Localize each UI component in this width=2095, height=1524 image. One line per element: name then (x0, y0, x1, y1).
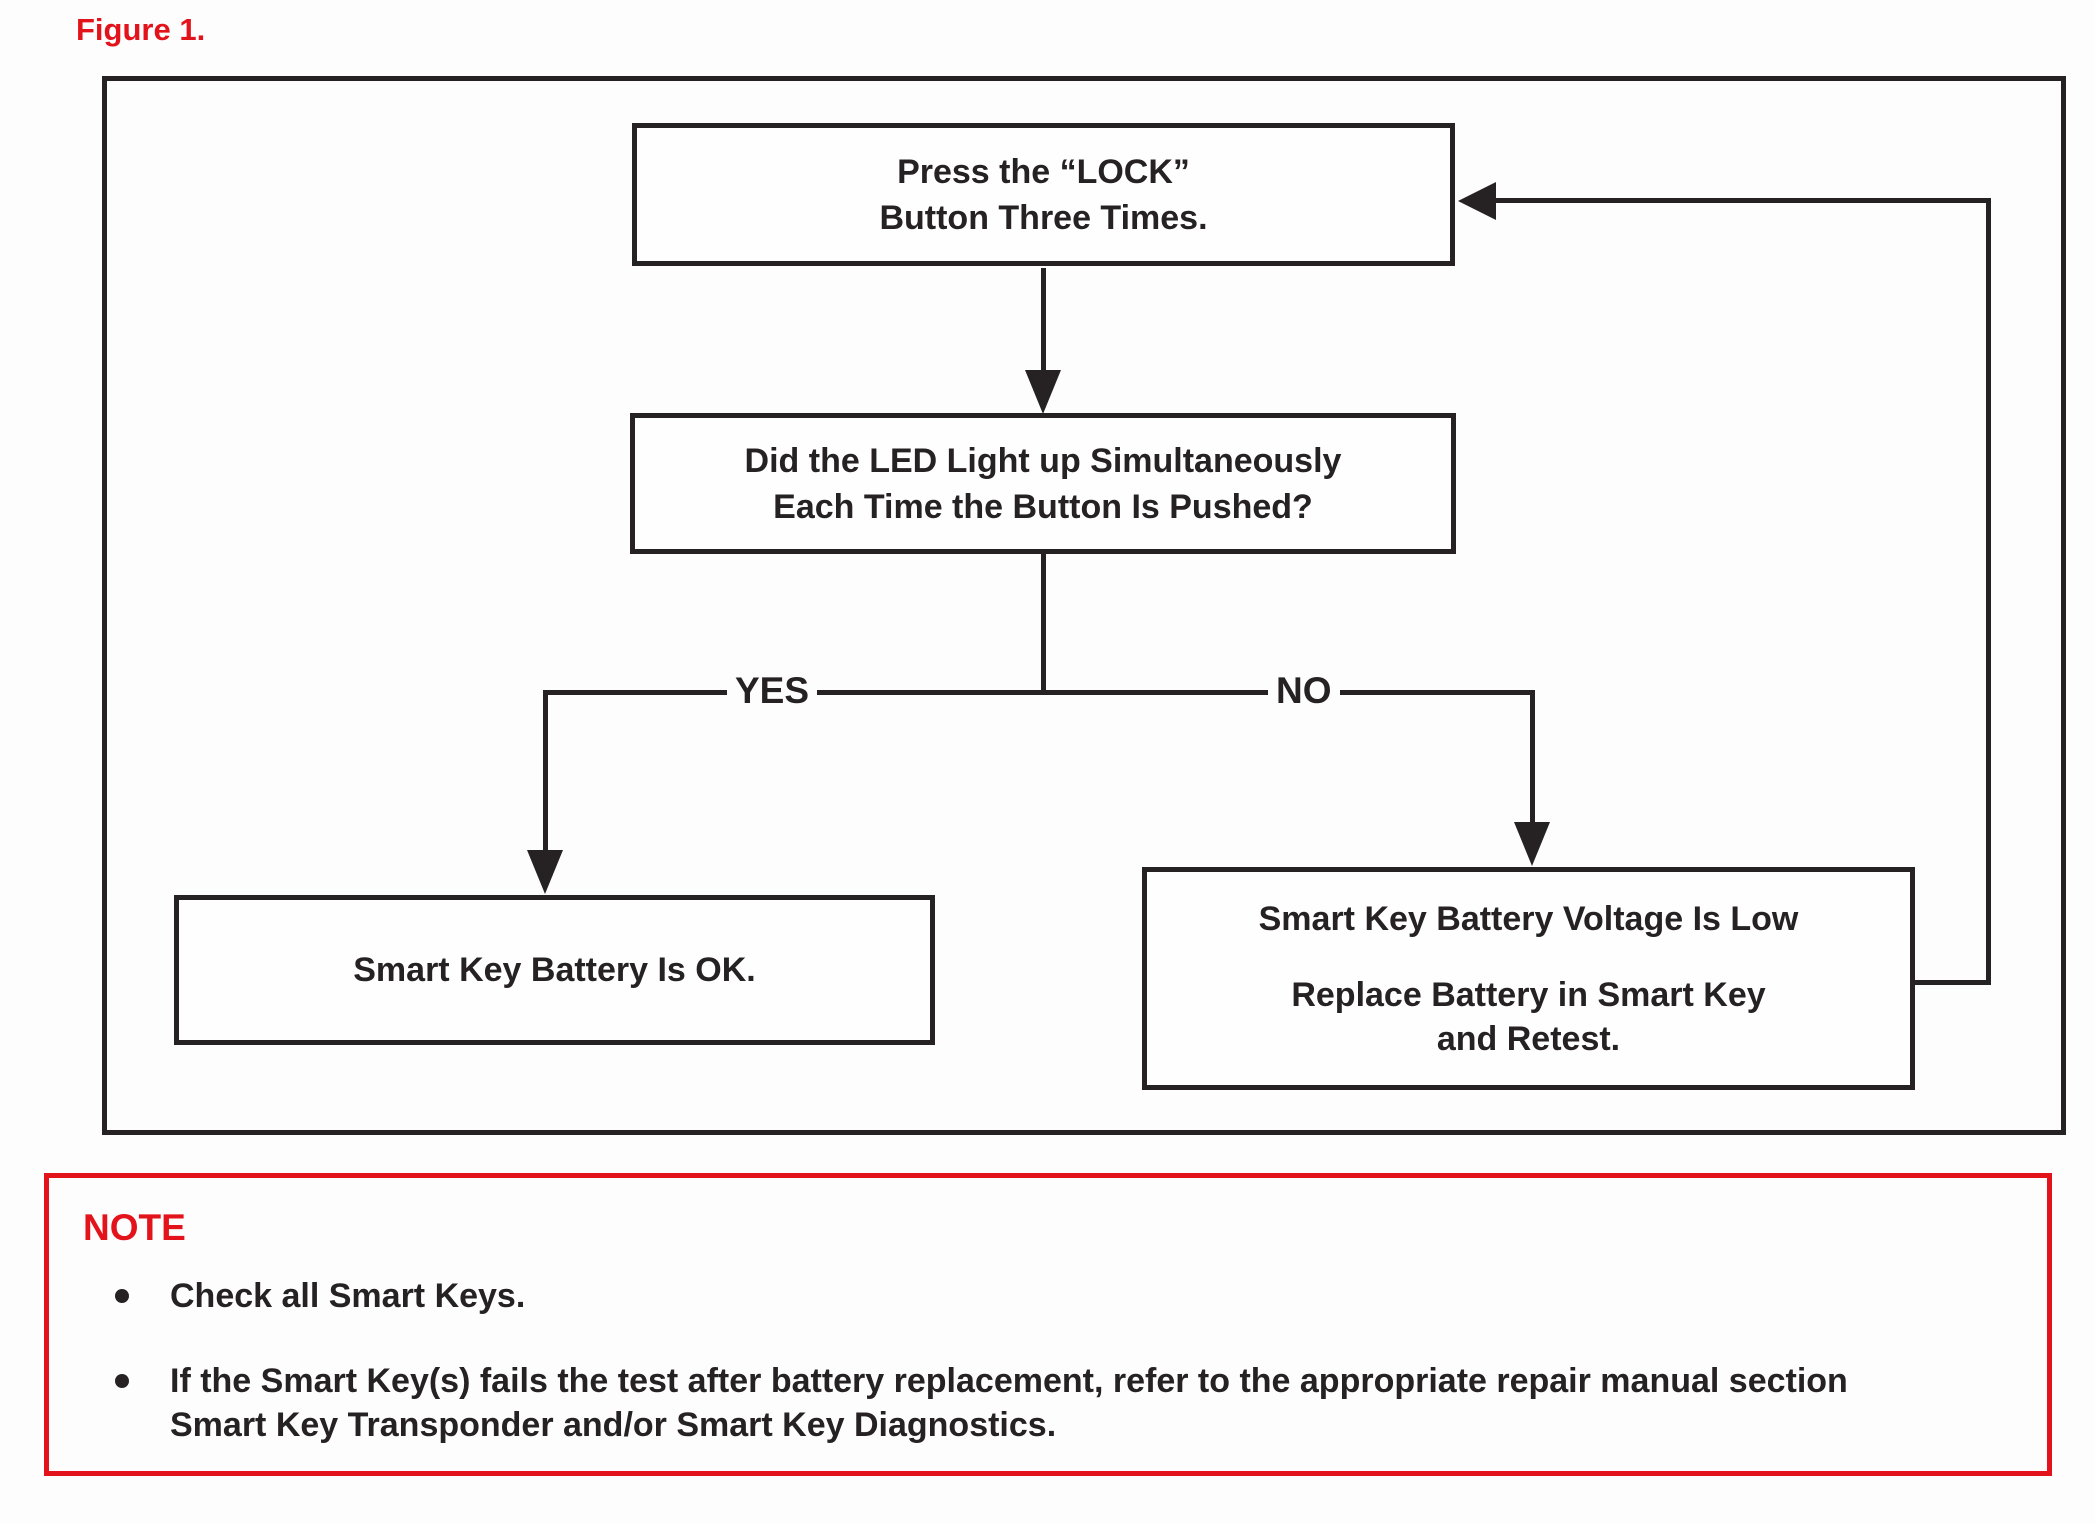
feedback-stub-line (1915, 980, 1991, 985)
node-battery-ok: Smart Key Battery Is OK. (174, 895, 935, 1045)
connector-decision-to-branch (1041, 554, 1046, 695)
node-press-lock-line2: Button Three Times. (879, 198, 1208, 237)
arrowhead-down-icon (1514, 822, 1550, 866)
note-title: NOTE (83, 1207, 186, 1248)
arrowhead-left-icon (1458, 182, 1496, 220)
node-led-decision: Did the LED Light up Simultaneously Each… (630, 413, 1456, 554)
note-box (44, 1173, 2052, 1476)
node-press-lock-button: Press the “LOCK” Button Three Times. (632, 123, 1455, 266)
node-battery-low-line2: Replace Battery in Smart Key (1291, 975, 1766, 1014)
branch-line (543, 690, 1535, 695)
feedback-vertical-line (1986, 198, 1991, 985)
note-bullet-2: If the Smart Key(s) fails the test after… (115, 1359, 1942, 1447)
note-bullet-1-text: Check all Smart Keys. (170, 1277, 526, 1315)
node-led-decision-line1: Did the LED Light up Simultaneously (744, 441, 1342, 480)
node-battery-ok-text: Smart Key Battery Is OK. (353, 951, 756, 989)
node-led-decision-line2: Each Time the Button Is Pushed? (773, 487, 1313, 526)
node-press-lock-line1: Press the “LOCK” (897, 152, 1190, 191)
arrowhead-down-icon (527, 850, 563, 894)
bullet-dot-icon (115, 1374, 129, 1388)
flowchart-frame (102, 76, 2066, 1135)
connector-no-branch (1530, 692, 1535, 824)
feedback-horizontal-line (1494, 198, 1991, 203)
node-battery-low: Smart Key Battery Voltage Is Low Replace… (1142, 867, 1915, 1090)
connector-step1-to-decision (1041, 268, 1046, 372)
figure-label: Figure 1. (76, 12, 206, 47)
note-bullet-2-text: If the Smart Key(s) fails the test after… (170, 1362, 1848, 1444)
bullet-dot-icon (115, 1289, 129, 1303)
connector-yes-branch (543, 692, 548, 852)
branch-label-no: NO (1268, 667, 1340, 715)
arrowhead-down-icon (1025, 370, 1061, 414)
branch-label-yes: YES (727, 667, 818, 715)
node-battery-low-line1: Smart Key Battery Voltage Is Low (1258, 899, 1799, 938)
node-battery-low-line3: and Retest. (1436, 1019, 1621, 1058)
note-bullet-1: Check all Smart Keys. (115, 1274, 525, 1318)
